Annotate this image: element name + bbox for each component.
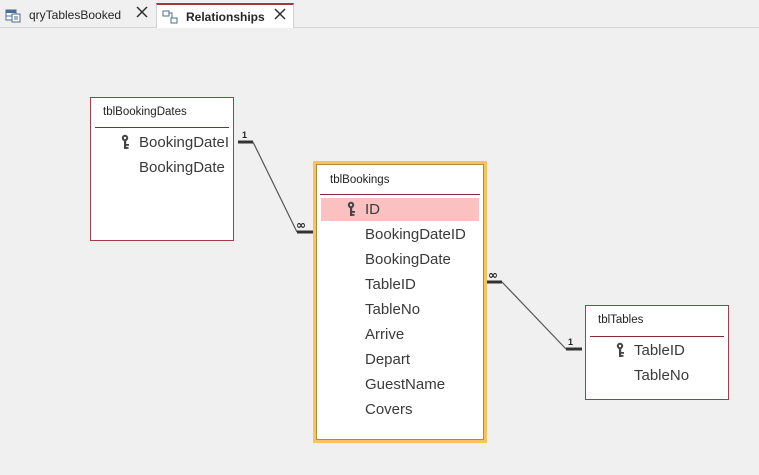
close-icon[interactable] xyxy=(273,7,287,21)
field-name: Covers xyxy=(365,401,413,418)
field-name: Arrive xyxy=(365,326,405,343)
field-name: BookingDateID xyxy=(365,226,466,243)
relationship-bookings-tables[interactable] xyxy=(487,280,582,351)
field-row[interactable]: TableID xyxy=(321,273,480,296)
field-row-selected[interactable]: ID xyxy=(321,198,479,221)
query-icon xyxy=(5,7,21,23)
primary-key-icon xyxy=(346,201,358,217)
field-row[interactable]: GuestName xyxy=(321,373,480,396)
cardinality-one-label: 1 xyxy=(242,130,247,140)
cardinality-one-label: 1 xyxy=(568,337,573,347)
field-name: BookingDate xyxy=(139,159,225,176)
table-card-tblbookingdates[interactable]: tblBookingDates BookingDateID BookingDat… xyxy=(90,97,234,241)
field-row[interactable]: TableNo xyxy=(590,364,724,387)
title-divider xyxy=(590,336,724,337)
relationship-bookingdates-bookings[interactable] xyxy=(238,140,313,234)
table-title[interactable]: tblBookingDates xyxy=(103,106,187,118)
field-name: ID xyxy=(365,201,380,218)
close-icon[interactable] xyxy=(135,5,149,19)
field-row[interactable]: Arrive xyxy=(321,323,480,346)
field-name: TableNo xyxy=(365,301,421,318)
table-card-tblbookings[interactable]: tblBookings ID BookingDateID BookingDate… xyxy=(313,161,487,443)
cardinality-many-label: ∞ xyxy=(488,268,498,282)
tab-label: qryTablesBooked xyxy=(29,8,122,22)
field-row[interactable]: TableID xyxy=(590,339,724,362)
field-name: TableID xyxy=(634,342,685,359)
cardinality-many-label: ∞ xyxy=(296,218,306,232)
field-row[interactable]: BookingDate xyxy=(95,156,229,179)
field-name: TableID xyxy=(365,276,416,293)
title-divider xyxy=(320,194,480,195)
field-name: TableNo xyxy=(634,367,690,384)
field-row[interactable]: BookingDateID xyxy=(321,223,480,246)
field-row[interactable]: BookingDate xyxy=(321,248,480,271)
title-divider xyxy=(95,127,229,128)
tab-relationships[interactable]: Relationships xyxy=(156,3,294,28)
field-name: GuestName xyxy=(365,376,446,393)
table-title[interactable]: tblBookings xyxy=(330,174,390,186)
tab-label: Relationships xyxy=(186,9,265,24)
field-row[interactable]: TableNo xyxy=(321,298,480,321)
tab-qry-tables-booked[interactable]: qryTablesBooked xyxy=(0,3,155,27)
primary-key-icon xyxy=(120,134,132,150)
field-row[interactable]: Covers xyxy=(321,398,480,421)
field-row[interactable]: Depart xyxy=(321,348,480,371)
table-title[interactable]: tblTables xyxy=(598,314,644,326)
document-tab-strip: qryTablesBooked Relationships xyxy=(0,0,759,28)
table-card-tbltables[interactable]: tblTables TableID TableNo xyxy=(585,305,729,400)
field-name: BookingDateID xyxy=(139,134,229,151)
primary-key-icon xyxy=(615,342,627,358)
field-name: BookingDate xyxy=(365,251,451,268)
field-row[interactable]: BookingDateID xyxy=(95,131,229,154)
field-name: Depart xyxy=(365,351,411,368)
relationships-icon xyxy=(162,9,178,25)
